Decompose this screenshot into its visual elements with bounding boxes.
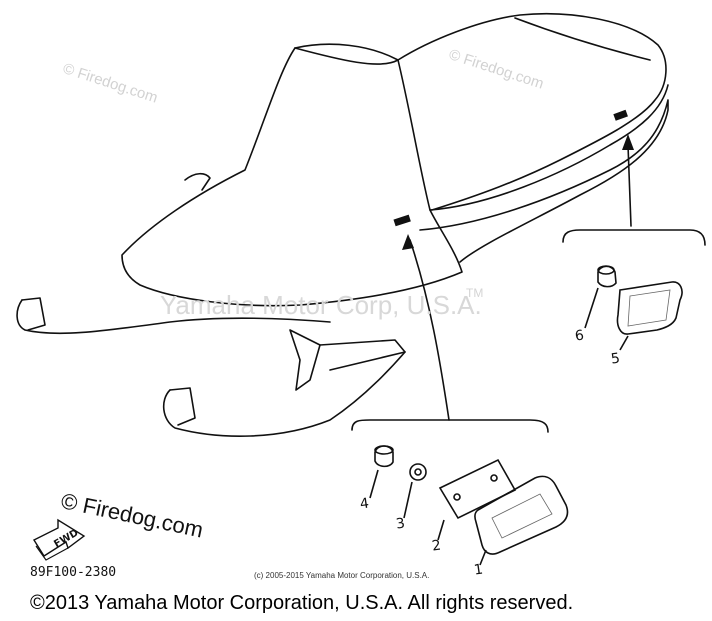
leader-line-front bbox=[409, 239, 450, 421]
watermark-trademark: TM bbox=[466, 286, 484, 300]
ski-strut bbox=[289, 329, 321, 391]
front-ski-right bbox=[162, 351, 406, 437]
decal-marker-rear bbox=[613, 109, 628, 121]
part-4-grommet-top bbox=[374, 445, 394, 455]
bracket-front-group bbox=[351, 419, 549, 433]
part-2-hole-b bbox=[490, 474, 498, 482]
callout-6: 6 bbox=[573, 327, 585, 345]
part-5-reflector bbox=[616, 281, 683, 335]
callout-leader-5 bbox=[619, 335, 629, 351]
seat-top-line bbox=[514, 17, 651, 61]
callout-leader-2 bbox=[437, 519, 445, 541]
part-3-nut bbox=[409, 463, 427, 481]
front-ski-left-tip bbox=[21, 297, 46, 331]
front-ski-right-tip bbox=[169, 387, 196, 426]
front-bumper bbox=[184, 172, 211, 191]
diagram-number: 89F100-2380 bbox=[30, 565, 117, 580]
part-6-grommet-top bbox=[597, 265, 615, 275]
snowmobile-seat bbox=[397, 12, 667, 211]
part-5-lens-inner bbox=[627, 289, 671, 327]
side-panel bbox=[419, 99, 669, 263]
windshield-edge bbox=[294, 47, 399, 65]
watermark-brand: Yamaha Motor Corp, U.S.A. bbox=[160, 290, 482, 320]
leader-line-rear bbox=[627, 144, 632, 227]
front-ski-left bbox=[16, 299, 331, 335]
part-2-hole-a bbox=[453, 493, 461, 501]
callout-leader-3 bbox=[403, 481, 413, 519]
part-4-grommet bbox=[374, 445, 394, 468]
arrowhead-front bbox=[402, 234, 414, 250]
part-2-plate bbox=[438, 458, 517, 520]
callout-4: 4 bbox=[358, 495, 370, 513]
ski-runner bbox=[319, 339, 406, 371]
bracket-rear-group bbox=[562, 229, 706, 246]
snowmobile-hood bbox=[121, 43, 463, 307]
callout-leader-1 bbox=[479, 549, 487, 566]
part-3-nut-hole bbox=[414, 468, 422, 476]
small-copyright: (c) 2005-2015 Yamaha Motor Corporation, … bbox=[254, 571, 430, 580]
decal-marker-front bbox=[393, 214, 411, 227]
arrowhead-rear bbox=[622, 134, 634, 150]
part-1-reflector bbox=[474, 475, 569, 555]
fwd-arrow-icon: FWD bbox=[32, 518, 86, 561]
part-6-grommet bbox=[597, 265, 617, 288]
part-1-lens-inner bbox=[491, 493, 553, 539]
callout-leader-6 bbox=[584, 287, 599, 329]
seat-side bbox=[429, 84, 669, 211]
footer-copyright: ©2013 Yamaha Motor Corporation, U.S.A. A… bbox=[30, 592, 574, 614]
callout-leader-4 bbox=[369, 469, 379, 499]
